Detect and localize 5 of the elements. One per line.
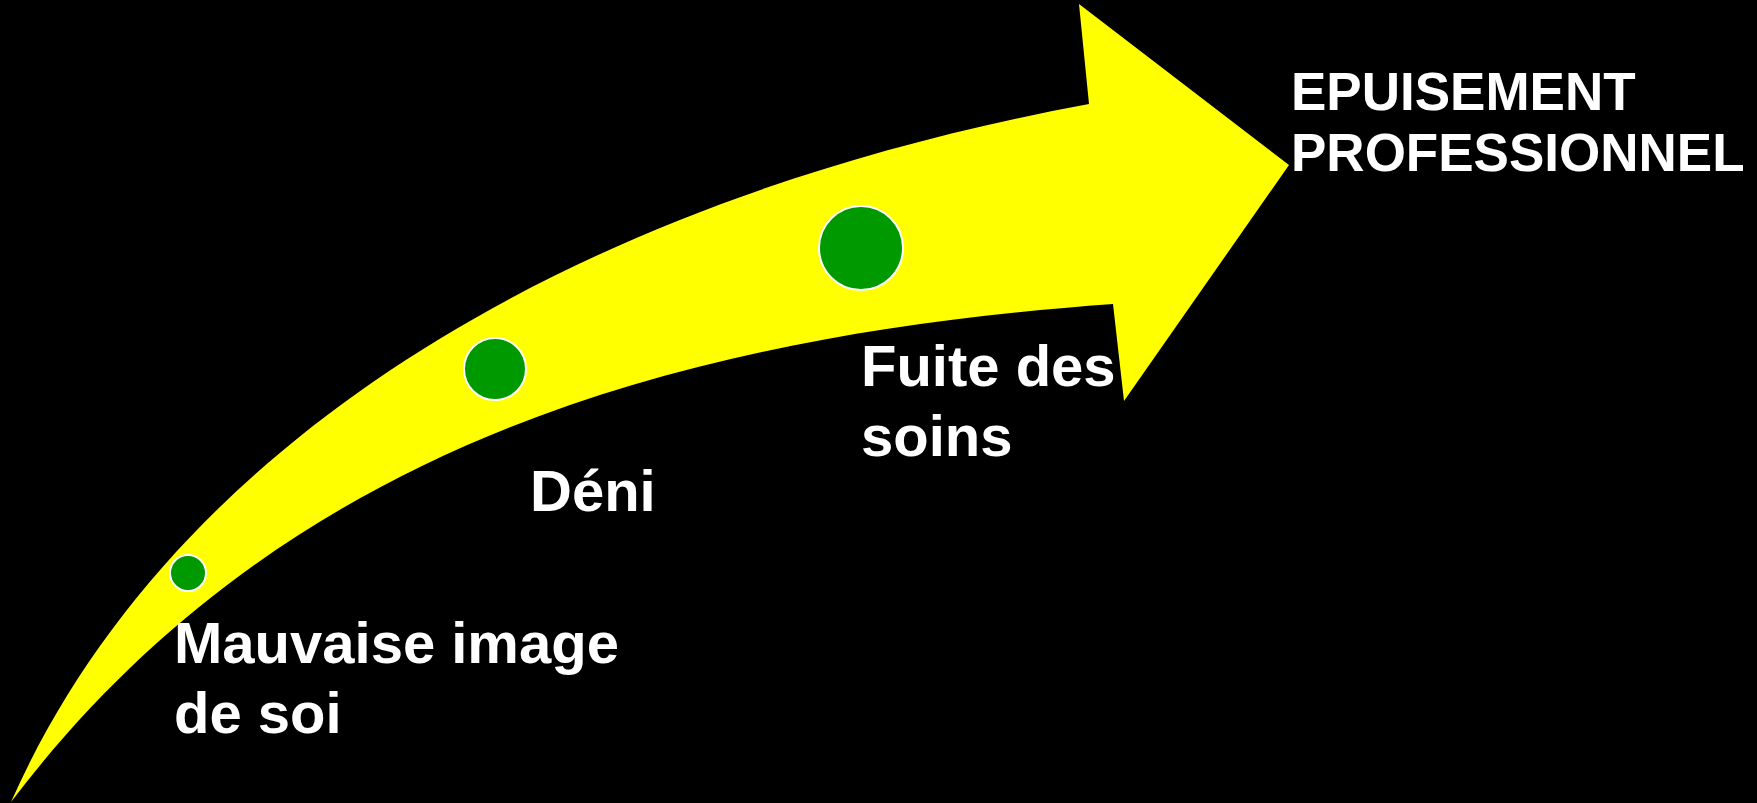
stage-label: EPUISEMENT PROFESSIONNEL [1291,62,1746,184]
stage-label: Mauvaise image de soi [174,609,620,747]
stage-label: Fuite des soins [861,332,1117,470]
stage-label: Déni [530,457,657,525]
curved-arrow [11,4,1289,802]
